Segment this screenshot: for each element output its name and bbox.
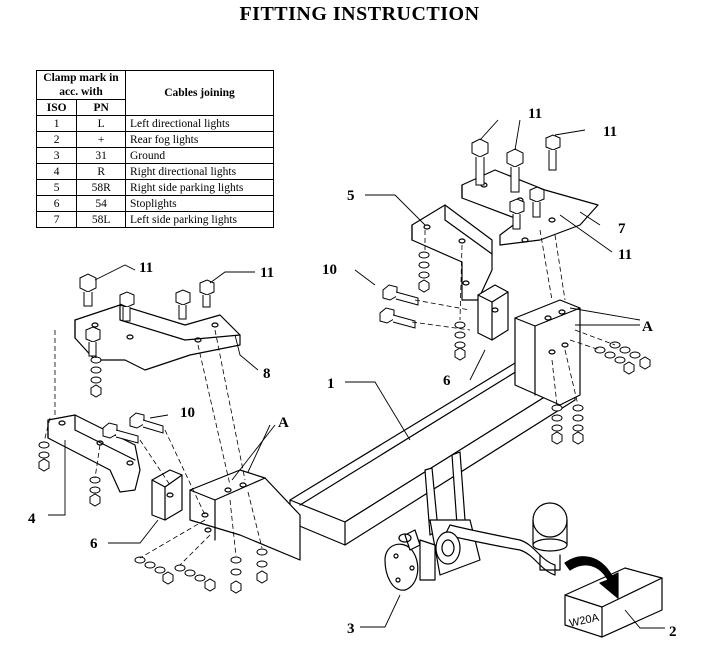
label-10: 10	[180, 405, 195, 421]
label-3: 3	[347, 621, 355, 637]
bolts-group	[79, 134, 561, 444]
socket-bracket	[384, 529, 436, 591]
label-7: 7	[618, 221, 626, 237]
washer-icon	[454, 321, 466, 361]
label-11: 11	[528, 106, 542, 122]
label-11: 11	[603, 124, 617, 140]
label-A: A	[278, 415, 289, 431]
insert-arrow	[564, 556, 619, 599]
label-1: 1	[327, 376, 335, 392]
bolt-icon	[85, 326, 101, 357]
header-pn: PN	[76, 99, 126, 116]
label-8: 8	[263, 366, 271, 382]
part-labels: 11 11 5 7 11 10 A 6 1 11 11 8 10 A 4 6 3…	[28, 106, 677, 640]
cell-pn: 58R	[76, 179, 126, 196]
clamp-legend-table: Clamp mark in acc. with Cables joining I…	[35, 70, 274, 228]
label-11: 11	[139, 260, 153, 276]
cell-cable: Left side parking lights	[125, 211, 274, 228]
label-2: 2	[669, 624, 677, 640]
bolt-icon	[509, 198, 525, 230]
washer-icon	[256, 548, 268, 584]
bolt-icon	[471, 138, 489, 186]
washer-icon	[89, 476, 101, 507]
table-row: 3 31 Ground	[35, 147, 274, 164]
washer-icon	[230, 556, 242, 594]
page-title: FITTING INSTRUCTION	[239, 3, 480, 25]
label-10: 10	[322, 262, 337, 278]
leader-lines	[48, 119, 665, 629]
bolt-icon	[545, 134, 561, 171]
header-clamp-mark: Clamp mark in acc. with	[36, 70, 126, 100]
bracket-5	[411, 204, 493, 301]
spacer-plate-6-right	[477, 284, 509, 341]
cell-iso: 7	[35, 211, 78, 228]
cell-cable: Right side parking lights	[125, 179, 274, 196]
bolt-icon	[382, 284, 419, 306]
bolt-icon	[129, 412, 164, 434]
washer-icon	[418, 251, 430, 293]
washer-icon	[134, 556, 174, 585]
tow-ball-neck	[424, 451, 568, 576]
label-5: 5	[347, 188, 355, 204]
bolt-icon	[175, 289, 191, 320]
label-6: 6	[443, 373, 451, 389]
washer-icon	[572, 404, 584, 445]
table-row: 7 58L Left side parking lights	[35, 211, 274, 228]
washer-icon	[551, 404, 563, 445]
bolt-icon	[119, 291, 135, 322]
bolt-icon	[529, 186, 545, 218]
left-mounting-plate	[189, 469, 301, 561]
washer-icon	[174, 564, 216, 592]
table-subheader-row: ISO PN	[35, 99, 274, 116]
label-A: A	[642, 319, 653, 335]
table-row: 5 58R Right side parking lights	[35, 179, 274, 196]
washer-icon	[38, 441, 50, 472]
bracket-7	[461, 169, 599, 246]
right-mounting-plate	[514, 299, 581, 406]
bolt-icon	[506, 148, 524, 193]
electrical-kit-box	[564, 567, 663, 638]
washer-icon	[594, 346, 635, 375]
bolt-icon	[199, 279, 215, 308]
alignment-lines	[43, 229, 616, 566]
label-11: 11	[260, 265, 274, 281]
nuts-washers-group	[38, 251, 651, 594]
label-6: 6	[90, 536, 98, 552]
bolt-icon	[79, 273, 97, 307]
table-row: 2 + Rear fog lights	[35, 131, 274, 148]
bolt-icon	[379, 307, 416, 329]
bracket-4	[47, 414, 141, 493]
washer-icon	[90, 356, 102, 398]
spacer-plate-6-left	[151, 469, 183, 521]
label-11: 11	[618, 247, 632, 263]
label-4: 4	[28, 511, 36, 527]
bolt-icon	[102, 422, 139, 444]
table-row: 4 R Right directional lights	[35, 163, 274, 180]
washer-icon	[609, 341, 651, 370]
